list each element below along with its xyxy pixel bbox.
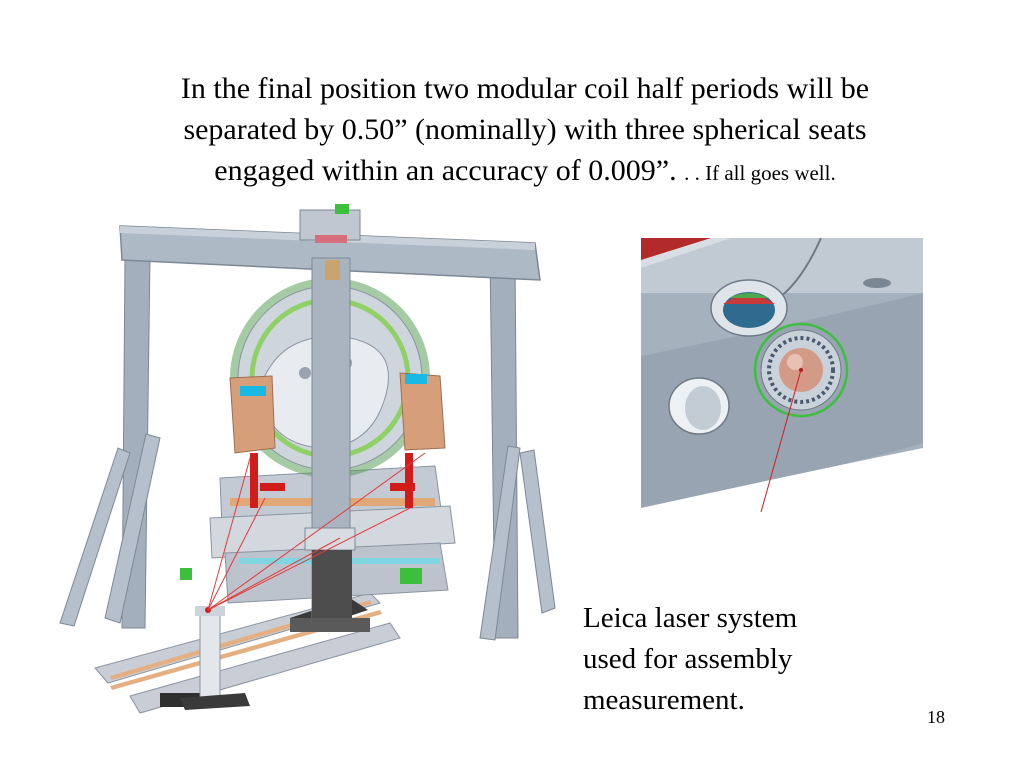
title-line-1: In the final position two modular coil h…	[180, 72, 870, 105]
caption-line-2: used for assembly	[583, 643, 793, 675]
title-line-3: engaged within an accuracy of 0.009”. . …	[110, 150, 940, 194]
caption-line-1: Leica laser system	[583, 602, 798, 634]
title-line-2: separated by 0.50” (nominally) with thre…	[183, 113, 867, 146]
slide-title: In the final position two modular coil h…	[110, 68, 940, 194]
figure-caption: Leica laser system used for assembly mea…	[583, 598, 883, 721]
title-line-3-text: engaged within an accuracy of 0.009”.	[214, 154, 677, 187]
title-aside: . . If all goes well.	[684, 161, 836, 185]
page-number: 18	[927, 707, 945, 727]
assembly-fixture-illustration	[59, 204, 556, 714]
caption-line-3: measurement.	[583, 684, 745, 716]
spherical-seat-detail-inset	[641, 238, 923, 512]
